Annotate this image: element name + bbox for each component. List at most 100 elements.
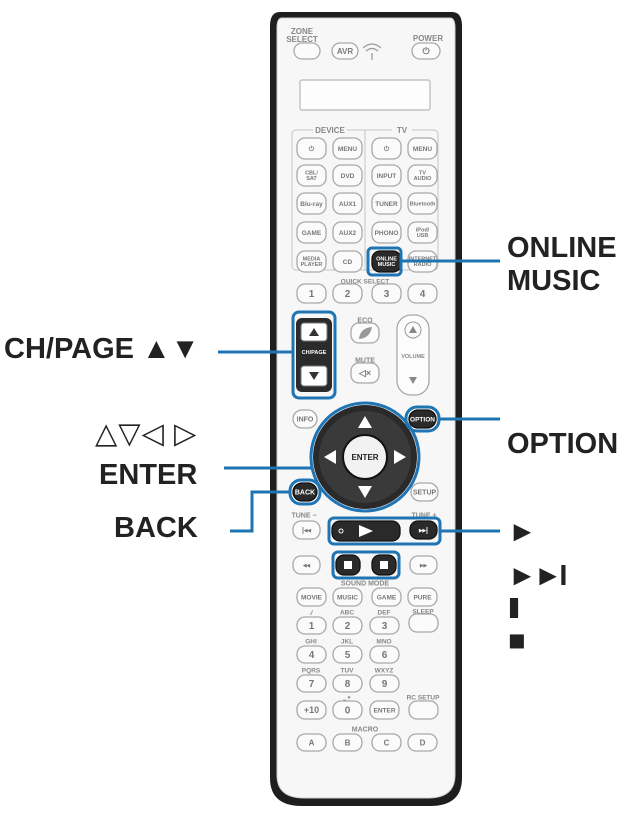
numpad-5-label: 5 [345,650,351,661]
quick-select-3-body [371,283,402,304]
macro-a[interactable]: A [296,733,327,752]
quick-select-label: QUICK SELECT [341,278,389,285]
numpad-1-body [296,616,327,635]
numpad-7[interactable]: 7 [296,674,327,693]
sound-mode-game[interactable]: GAME [371,587,402,607]
enter-small-button-body [369,700,400,720]
button-phono[interactable]: PHONO [371,221,402,244]
button-phono-label: PHONO [375,230,399,237]
sound-mode-movie[interactable]: MOVIE [296,587,327,607]
cursor-left-icon [324,450,336,464]
numpad-sub-8: TUV [341,667,355,674]
option-button[interactable]: OPTION [408,409,437,429]
cursor-right-icon [394,450,406,464]
skip-back-button-body [292,520,321,540]
button-ipod-usb[interactable]: iPod/USB [407,221,438,244]
power-button-body [411,42,441,60]
button-tv-menu-label: MENU [413,146,432,153]
macro-b-label: B [345,738,351,747]
quick-select-2[interactable]: 2 [332,283,363,304]
macro-a-body [296,733,327,752]
button-bluetooth[interactable]: Bluetooth [407,192,438,215]
quick-select-1-label: 1 [309,289,315,300]
device-header: DEVICE [315,126,345,135]
enter-button[interactable] [342,434,388,480]
rewind-button[interactable]: ◂◂ [292,555,321,575]
button-input[interactable]: INPUT [371,164,402,187]
button-aux1[interactable]: AUX1 [332,192,363,215]
numpad-9-label: 9 [382,679,388,690]
button-aux2[interactable]: AUX2 [332,221,363,244]
button-tuner[interactable]: TUNER [371,192,402,215]
skip-back-button[interactable]: |◂◂ [292,520,321,540]
button-blu-ray[interactable]: Blu-ray [296,192,327,215]
quick-select-4[interactable]: 4 [407,283,438,304]
zero-sub-label: ⎵ ∗ [342,695,350,701]
numpad-4[interactable]: 4 [296,645,327,664]
quick-select-3[interactable]: 3 [371,283,402,304]
button-cd-body [332,250,363,273]
button-dev-power[interactable]: ⏻ [296,137,327,160]
setup-button[interactable]: SETUP [410,482,439,502]
button-dvd[interactable]: DVD [332,164,363,187]
numpad-1[interactable]: 1 [296,616,327,635]
volume-rocker[interactable] [396,314,430,396]
button-cd[interactable]: CD [332,250,363,273]
rewind-button-body [292,555,321,575]
numpad-3[interactable]: 3 [369,616,400,635]
back-button[interactable]: BACK [292,482,318,502]
highlight-ch-page [291,310,337,400]
button-tv-menu[interactable]: MENU [407,137,438,160]
macro-b[interactable]: B [332,733,363,752]
callout-online-music-line2: MUSIC [507,265,601,297]
numpad-9[interactable]: 9 [369,674,400,693]
numpad-2-body [332,616,363,635]
numpad-6[interactable]: 6 [369,645,400,664]
skip-forward-button[interactable]: ▸▸| [409,520,438,540]
power-button[interactable]: ⏻ [411,42,441,60]
leader-back [230,490,290,533]
callout-back: BACK [114,512,198,544]
tune-plus-label: TUNE + [411,512,436,519]
numpad-2[interactable]: 2 [332,616,363,635]
zone-select-button[interactable] [293,42,321,60]
button-blu-ray-label: Blu-ray [300,201,323,208]
numpad-3-label: 3 [382,621,388,632]
button-dev-power-body [296,137,327,160]
avr-button[interactable]: AVR [331,42,359,60]
plus10-button[interactable]: +10 [296,700,327,720]
callout-stop: ■ [508,625,526,657]
sleep-button[interactable] [408,613,439,633]
numpad-5[interactable]: 5 [332,645,363,664]
mute-button[interactable]: ◁× [350,362,380,384]
info-button[interactable]: INFO [292,409,318,429]
rc-setup-button[interactable] [408,700,439,720]
button-cbl-sat[interactable]: CBL/SAT [296,164,327,187]
button-dev-menu[interactable]: MENU [332,137,363,160]
numpad-8[interactable]: 8 [332,674,363,693]
enter-small-button[interactable]: ENTER [369,700,400,720]
quick-select-1[interactable]: 1 [296,283,327,304]
sound-mode-pure[interactable]: PURE [407,587,438,607]
sound-mode-music[interactable]: MUSIC [332,587,363,607]
button-tv-power[interactable]: ⏻ [371,137,402,160]
numpad-sub-3: DEF [378,609,391,616]
button-aux2-label: AUX2 [339,230,357,237]
button-tuner-label: TUNER [375,201,398,208]
display-window [299,79,431,111]
enter-small-button-label: ENTER [373,707,395,714]
numpad-0[interactable]: 0 [332,700,363,720]
fast-forward-button[interactable]: ▸▸ [409,555,438,575]
quick-select-2-label: 2 [345,289,351,300]
numpad-sub-4: GHI [305,638,317,645]
button-game[interactable]: GAME [296,221,327,244]
numpad-8-label: 8 [345,679,351,690]
macro-d[interactable]: D [407,733,438,752]
macro-c[interactable]: C [371,733,402,752]
